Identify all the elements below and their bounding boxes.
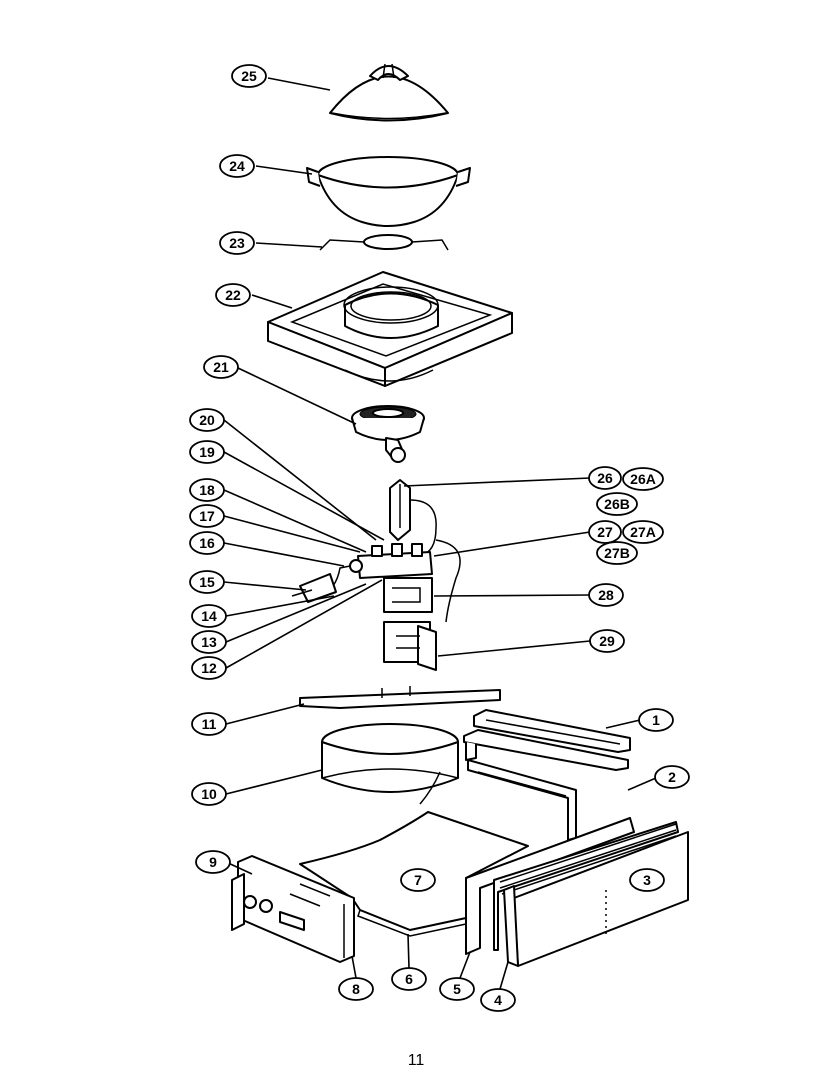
svg-text:23: 23 bbox=[229, 235, 245, 251]
callout-22: 22 bbox=[215, 283, 251, 307]
svg-text:5: 5 bbox=[453, 981, 461, 997]
heat-ring bbox=[321, 723, 459, 793]
callout-21: 21 bbox=[203, 355, 239, 379]
svg-text:16: 16 bbox=[199, 535, 215, 551]
svg-text:26B: 26B bbox=[604, 496, 630, 512]
callout-1: 1 bbox=[638, 708, 674, 732]
callout-16: 16 bbox=[189, 531, 225, 555]
svg-text:26A: 26A bbox=[630, 471, 656, 487]
svg-text:11: 11 bbox=[202, 716, 217, 732]
callout-15: 15 bbox=[189, 570, 225, 594]
svg-text:19: 19 bbox=[199, 444, 215, 460]
wok-ring bbox=[319, 234, 449, 251]
callout-19: 19 bbox=[189, 440, 225, 464]
svg-text:9: 9 bbox=[209, 854, 217, 870]
burner bbox=[351, 405, 425, 463]
svg-text:21: 21 bbox=[213, 359, 229, 375]
callout-3: 3 bbox=[629, 868, 665, 892]
top-frame bbox=[267, 271, 513, 387]
svg-text:25: 25 bbox=[241, 68, 257, 84]
svg-text:28: 28 bbox=[598, 587, 614, 603]
side-panels bbox=[465, 817, 689, 967]
svg-text:1: 1 bbox=[652, 712, 660, 728]
callout-27b: 27B bbox=[596, 541, 638, 565]
callout-25: 25 bbox=[231, 64, 267, 88]
callout-8: 8 bbox=[338, 977, 374, 1001]
svg-text:14: 14 bbox=[201, 608, 217, 624]
svg-text:22: 22 bbox=[225, 287, 241, 303]
callout-29: 29 bbox=[589, 629, 625, 653]
callout-14: 14 bbox=[191, 604, 227, 628]
svg-text:17: 17 bbox=[199, 508, 215, 524]
svg-text:29: 29 bbox=[599, 633, 615, 649]
callout-11: 11 bbox=[191, 712, 227, 736]
svg-text:24: 24 bbox=[229, 158, 245, 174]
svg-text:20: 20 bbox=[199, 412, 215, 428]
callout-23: 23 bbox=[219, 231, 255, 255]
callout-26: 26 bbox=[588, 466, 622, 490]
callout-9: 9 bbox=[195, 850, 231, 874]
wok-pan bbox=[306, 156, 471, 227]
support-bar bbox=[299, 686, 501, 709]
svg-text:15: 15 bbox=[199, 574, 215, 590]
callout-18: 18 bbox=[189, 478, 225, 502]
callout-4: 4 bbox=[480, 988, 516, 1012]
svg-text:27B: 27B bbox=[604, 545, 630, 561]
callout-26b: 26B bbox=[596, 492, 638, 516]
svg-text:26: 26 bbox=[597, 470, 613, 486]
svg-text:12: 12 bbox=[201, 660, 217, 676]
callout-6: 6 bbox=[391, 967, 427, 991]
svg-text:3: 3 bbox=[643, 872, 651, 888]
callout-27a: 27A bbox=[622, 520, 664, 544]
callout-7: 7 bbox=[400, 868, 436, 892]
callout-20: 20 bbox=[189, 408, 225, 432]
svg-text:27A: 27A bbox=[630, 524, 656, 540]
callout-10: 10 bbox=[191, 782, 227, 806]
callout-5: 5 bbox=[439, 977, 475, 1001]
callout-26a: 26A bbox=[622, 467, 664, 491]
svg-text:10: 10 bbox=[201, 786, 217, 802]
svg-text:4: 4 bbox=[494, 992, 502, 1008]
svg-text:2: 2 bbox=[668, 769, 676, 785]
svg-text:8: 8 bbox=[352, 981, 360, 997]
wok-lid bbox=[329, 63, 449, 122]
callout-24: 24 bbox=[219, 154, 255, 178]
callout-17: 17 bbox=[189, 504, 225, 528]
mounting-bracket bbox=[383, 621, 437, 671]
rear-channels bbox=[463, 709, 631, 771]
page-number: 11 bbox=[407, 1052, 425, 1069]
valve-assembly bbox=[291, 479, 461, 623]
callout-12: 12 bbox=[191, 656, 227, 680]
callout-28: 28 bbox=[588, 583, 624, 607]
callout-13: 13 bbox=[191, 630, 227, 654]
svg-text:7: 7 bbox=[414, 872, 422, 888]
svg-text:27: 27 bbox=[597, 524, 613, 540]
front-panel bbox=[231, 855, 355, 963]
svg-text:18: 18 bbox=[199, 482, 215, 498]
callout-27: 27 bbox=[588, 520, 622, 544]
svg-text:13: 13 bbox=[201, 634, 217, 650]
svg-text:6: 6 bbox=[405, 971, 413, 987]
callout-2: 2 bbox=[654, 765, 690, 789]
